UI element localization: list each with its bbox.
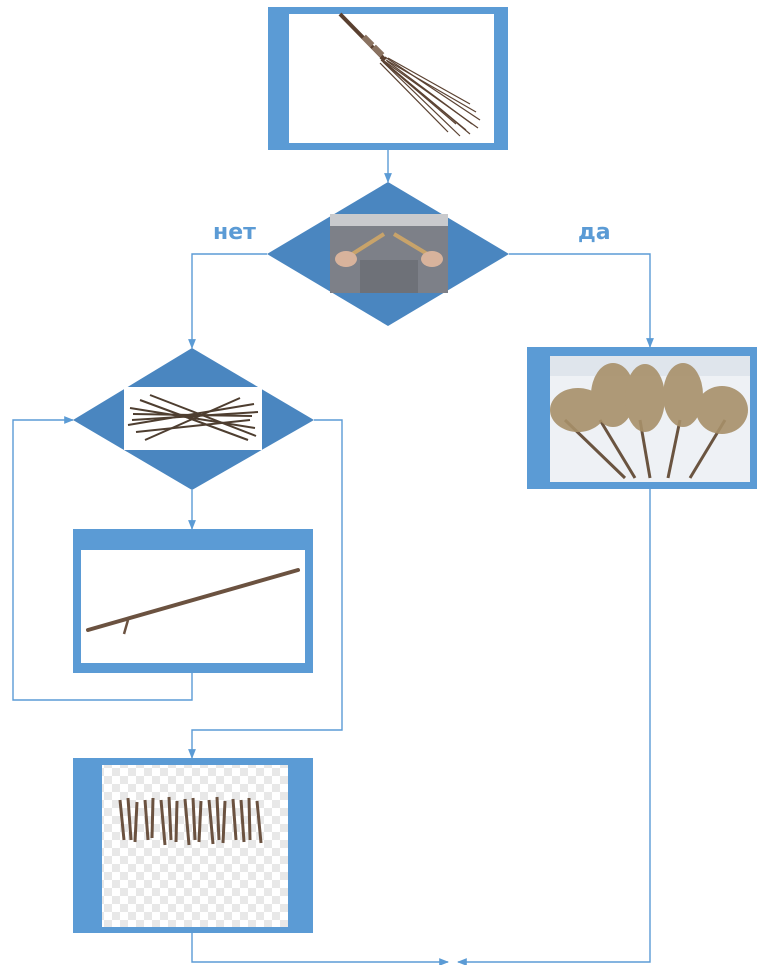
connector-yes-branch	[509, 254, 650, 347]
connector-broken-to-end	[192, 933, 448, 962]
bundle-of-twigs-picture	[124, 387, 262, 450]
single-twig-block	[73, 529, 313, 673]
branch-yes-label: да	[578, 220, 611, 245]
start-block	[268, 7, 508, 150]
many-brooms-block	[527, 347, 757, 489]
decision-bundle-twigs	[73, 348, 314, 490]
connector-yes-to-end	[458, 489, 650, 962]
connector-no-branch	[192, 254, 267, 348]
breaking-stick-picture	[330, 214, 448, 293]
broken-twigs-block	[73, 758, 313, 933]
branch-no-label: нет	[213, 220, 256, 245]
decision-break-broom	[267, 182, 509, 326]
